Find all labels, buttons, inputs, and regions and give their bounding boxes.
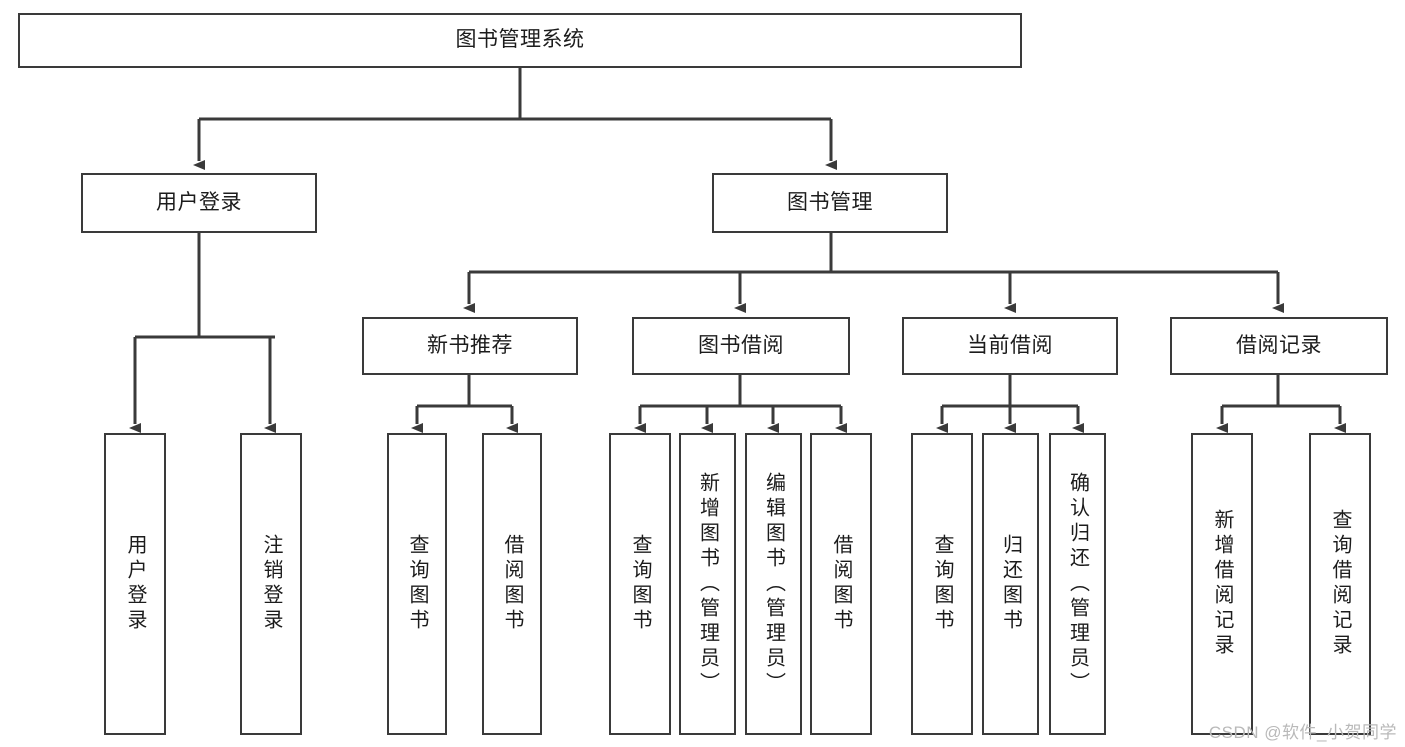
node-current-borrow-label: 当前借阅 (967, 333, 1053, 357)
node-leaf-query-record-label: 查询借阅记录 (1329, 509, 1351, 659)
node-borrow-record[interactable]: 借阅记录 (1170, 317, 1388, 375)
node-book-management[interactable]: 图书管理 (712, 173, 948, 233)
node-leaf-borrow-book-1-label: 借阅图书 (501, 534, 523, 634)
node-root-label: 图书管理系统 (455, 28, 585, 52)
node-leaf-query-book-2-label: 查询图书 (629, 534, 651, 634)
node-leaf-query-book-1-label: 查询图书 (406, 534, 428, 634)
node-borrow-record-label: 借阅记录 (1236, 333, 1322, 357)
node-leaf-query-book-3-label: 查询图书 (931, 534, 953, 634)
node-leaf-confirm-return[interactable]: 确认归还（管理员） (1049, 433, 1106, 735)
node-leaf-confirm-return-label: 确认归还（管理员） (1066, 471, 1089, 697)
node-new-book-recommend[interactable]: 新书推荐 (362, 317, 578, 375)
node-leaf-add-record-label: 新增借阅记录 (1211, 509, 1233, 659)
node-leaf-user-login-label: 用户登录 (124, 534, 146, 634)
node-leaf-edit-book[interactable]: 编辑图书（管理员） (745, 433, 802, 735)
node-leaf-add-book-label: 新增图书（管理员） (696, 471, 719, 697)
node-leaf-return-book-label: 归还图书 (999, 534, 1022, 634)
node-current-borrow[interactable]: 当前借阅 (902, 317, 1118, 375)
node-leaf-add-record[interactable]: 新增借阅记录 (1191, 433, 1253, 735)
node-leaf-query-book-1[interactable]: 查询图书 (387, 433, 447, 735)
node-user-login-label: 用户登录 (156, 190, 242, 214)
node-leaf-query-book-3[interactable]: 查询图书 (911, 433, 973, 735)
node-leaf-user-login[interactable]: 用户登录 (104, 433, 166, 735)
node-book-borrow-label: 图书借阅 (698, 333, 784, 357)
node-leaf-borrow-book-1[interactable]: 借阅图书 (482, 433, 542, 735)
node-leaf-add-book[interactable]: 新增图书（管理员） (679, 433, 736, 735)
node-leaf-query-book-2[interactable]: 查询图书 (609, 433, 671, 735)
node-leaf-logout-label: 注销登录 (260, 534, 282, 634)
node-book-borrow[interactable]: 图书借阅 (632, 317, 850, 375)
node-leaf-edit-book-label: 编辑图书（管理员） (762, 471, 785, 697)
node-leaf-logout[interactable]: 注销登录 (240, 433, 302, 735)
node-leaf-return-book[interactable]: 归还图书 (982, 433, 1039, 735)
node-leaf-borrow-book-2-label: 借阅图书 (830, 534, 852, 634)
csdn-watermark: CSDN @软件_小贺同学 (1208, 723, 1397, 742)
node-leaf-borrow-book-2[interactable]: 借阅图书 (810, 433, 872, 735)
node-user-login[interactable]: 用户登录 (81, 173, 317, 233)
node-root[interactable]: 图书管理系统 (18, 13, 1022, 68)
node-leaf-query-record[interactable]: 查询借阅记录 (1309, 433, 1371, 735)
node-book-management-label: 图书管理 (787, 190, 873, 214)
node-new-book-recommend-label: 新书推荐 (427, 333, 513, 357)
